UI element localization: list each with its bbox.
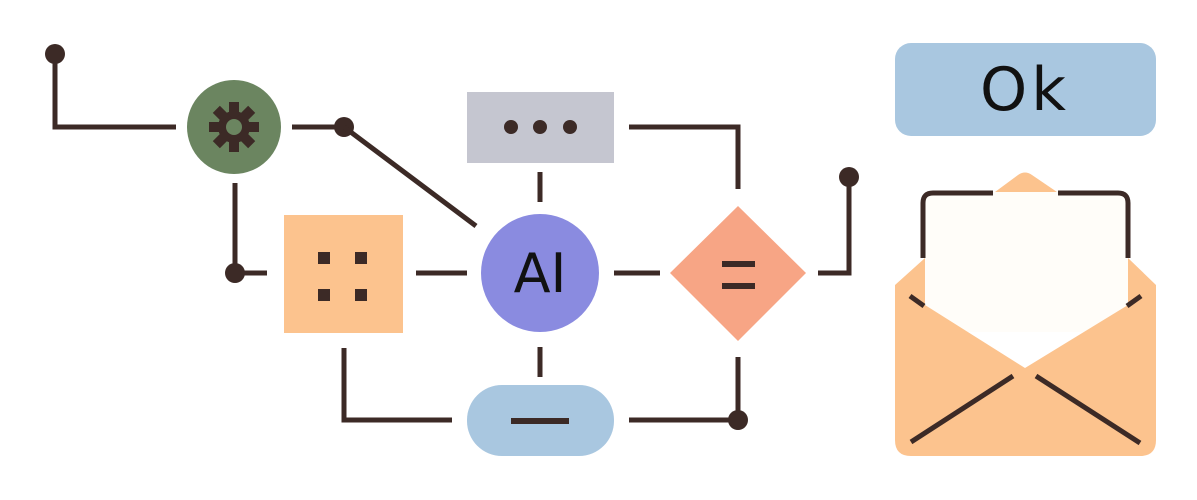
end-terminal-dot	[839, 167, 859, 187]
ai-node-label: AI	[514, 242, 567, 305]
ellipsis-icon	[504, 120, 577, 134]
connector-equals-minus	[629, 357, 741, 423]
junction-dot	[225, 263, 245, 283]
gear-icon	[209, 102, 259, 152]
ok-button-bg[interactable]	[895, 43, 1156, 136]
envelope-seam-right	[1125, 293, 1143, 309]
letter-outline-left	[920, 190, 993, 258]
equals-icon	[722, 261, 755, 289]
envelope-body	[895, 258, 1156, 456]
connector-junction-ai	[342, 125, 478, 228]
grid-four-icon	[318, 252, 367, 301]
grid-node[interactable]	[284, 215, 403, 333]
grid-node-box[interactable]	[284, 215, 403, 333]
envelope-fold-left	[909, 373, 1015, 445]
equals-node-diamond[interactable]	[670, 206, 806, 341]
connector-start-gear	[52, 54, 176, 130]
open-envelope-icon	[895, 172, 1156, 456]
letter-paper	[925, 192, 1128, 332]
ai-node-circle[interactable]	[481, 214, 599, 332]
connector-more-equals	[629, 124, 741, 189]
ai-node[interactable]: AI	[481, 214, 599, 332]
connector-grid-minus	[341, 348, 452, 423]
junction-dot	[728, 410, 748, 430]
minus-node[interactable]	[467, 385, 614, 456]
envelope-flap	[995, 172, 1057, 192]
more-node[interactable]	[467, 92, 614, 163]
envelope-fold-right	[1034, 373, 1142, 446]
minus-icon	[511, 418, 569, 424]
connectors	[45, 44, 859, 430]
connector-equals-end	[818, 178, 852, 276]
gear-node[interactable]	[187, 80, 281, 174]
ok-button-label: Ok	[980, 55, 1070, 125]
letter-outline-right	[1058, 190, 1131, 258]
equals-node[interactable]	[670, 206, 806, 341]
envelope-seam-left	[908, 293, 926, 309]
ok-button[interactable]: Ok	[895, 43, 1156, 136]
connector-gear-grid	[232, 183, 267, 276]
